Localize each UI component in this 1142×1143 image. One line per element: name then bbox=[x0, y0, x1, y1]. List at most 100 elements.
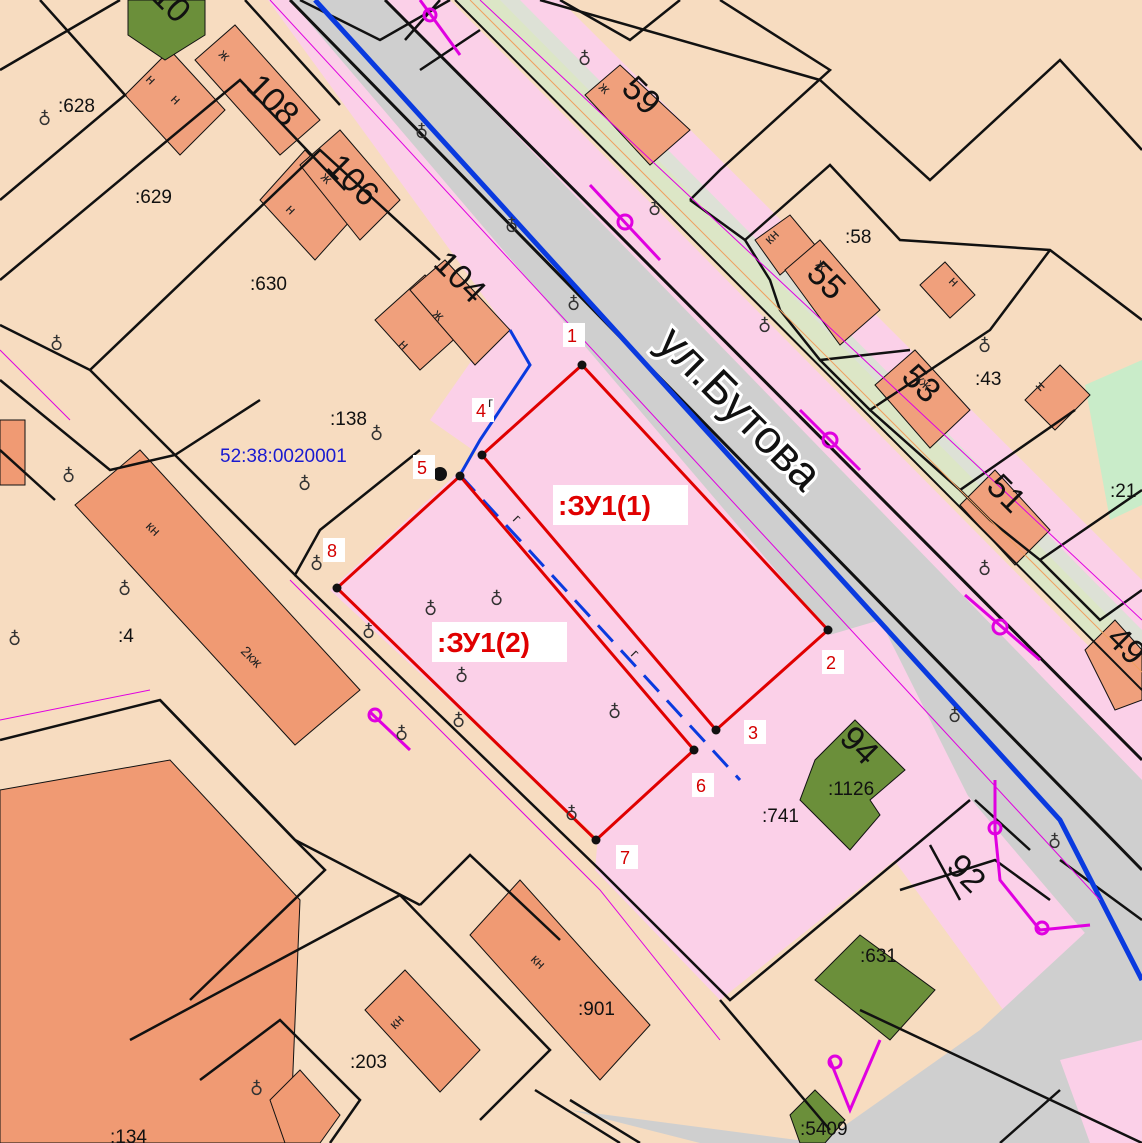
building-large-southwest bbox=[0, 759, 301, 1143]
parcel-label-901: :901 bbox=[578, 999, 615, 1020]
tree-icon: ♁ bbox=[578, 49, 591, 70]
parcel-label-629: :629 bbox=[135, 187, 172, 208]
tree-icon: ♁ bbox=[978, 559, 991, 580]
house-108 bbox=[194, 24, 321, 156]
road-line-orange bbox=[469, 0, 1142, 673]
tree-icon: ♁ bbox=[62, 466, 75, 487]
tree-icon: ♁ bbox=[608, 702, 621, 723]
tree-icon: ♁ bbox=[490, 589, 503, 610]
parcel-labels: :628 :629 :630 :138 :4 :58 :43 :21 :741 … bbox=[58, 96, 1136, 1143]
house-59 bbox=[584, 64, 691, 166]
blue-utility-line bbox=[313, 0, 1142, 982]
parcel-label-21: :21 bbox=[1110, 481, 1136, 502]
point-marker-7[interactable] bbox=[591, 835, 601, 845]
magenta-thin-lines bbox=[0, 0, 1142, 1041]
parcel-label-203: :203 bbox=[350, 1052, 387, 1073]
point-label-5: 5 bbox=[417, 458, 427, 478]
parcel-label-134: :134 bbox=[110, 1127, 147, 1143]
house-108-a bbox=[124, 49, 226, 156]
road-edge-west bbox=[288, 0, 1142, 872]
parcel-label-631: :631 bbox=[860, 946, 897, 967]
house-49 bbox=[1084, 619, 1142, 711]
point-marker-4[interactable] bbox=[477, 450, 487, 460]
parcel-label-4: :4 bbox=[118, 626, 134, 647]
tree-icon: ♁ bbox=[455, 666, 468, 687]
tree-icon: ♁ bbox=[395, 724, 408, 745]
quarter-marker bbox=[433, 467, 447, 481]
plot-strip bbox=[430, 320, 575, 455]
tree-icon: ♁ bbox=[8, 629, 21, 650]
quarter-code: 52:38:0020001 bbox=[220, 446, 347, 467]
blue-dashed-line bbox=[458, 473, 742, 782]
zone-label-zu1-1: :ЗУ1(1) bbox=[558, 490, 651, 521]
building-edge-west bbox=[0, 419, 26, 486]
tree-icon: ♁ bbox=[310, 554, 323, 575]
tree-icon: ♁ bbox=[567, 294, 580, 315]
tree-icon: ♁ bbox=[250, 1079, 263, 1100]
zone-label-bg-1 bbox=[553, 485, 688, 525]
point-label-6: 6 bbox=[696, 776, 706, 796]
survey-points bbox=[332, 360, 833, 845]
point-marker-5[interactable] bbox=[455, 471, 465, 481]
building-94 bbox=[799, 719, 906, 851]
point-marker-8[interactable] bbox=[332, 583, 342, 593]
point-marker-2[interactable] bbox=[823, 625, 833, 635]
tree-icon: ♁ bbox=[118, 579, 131, 600]
parcel-label-5409: :5409 bbox=[800, 1119, 848, 1140]
blue-utility-branch bbox=[458, 329, 532, 476]
point-labels: 1 2 3 4 5 6 7 8 bbox=[323, 323, 844, 869]
house-n-43 bbox=[919, 261, 976, 319]
tree-icon: ♁ bbox=[978, 336, 991, 357]
building-green-north bbox=[127, 0, 206, 61]
point-label-3: 3 bbox=[748, 723, 758, 743]
point-marker-3[interactable] bbox=[711, 725, 721, 735]
point-label-7: 7 bbox=[620, 848, 630, 868]
tree-icon: ♁ bbox=[362, 622, 375, 643]
road-edge-east bbox=[383, 0, 1142, 762]
plot-pink-corner bbox=[1060, 1040, 1142, 1143]
parcel-label-138: :138 bbox=[330, 409, 367, 430]
road-south bbox=[820, 880, 1142, 1143]
building-southwest-small bbox=[269, 1069, 341, 1143]
code-g-1: г bbox=[488, 394, 493, 410]
building-631 bbox=[814, 934, 936, 1041]
tree-icon: ♁ bbox=[370, 424, 383, 445]
point-label-2: 2 bbox=[826, 653, 836, 673]
tree-icon: ♁ bbox=[298, 474, 311, 495]
tree-icon: ♁ bbox=[452, 711, 465, 732]
tree-icon: ♁ bbox=[50, 334, 63, 355]
house-53 bbox=[874, 349, 971, 449]
parcel-label-628: :628 bbox=[58, 96, 95, 117]
point-marker-1[interactable] bbox=[577, 360, 587, 370]
zone-label-bg-2 bbox=[432, 622, 567, 662]
point-label-1: 1 bbox=[567, 326, 577, 346]
tree-icon: ♁ bbox=[38, 109, 51, 130]
parcel-label-741: :741 bbox=[762, 806, 799, 827]
tree-icon: ♁ bbox=[758, 316, 771, 337]
tree-icon: ♁ bbox=[424, 599, 437, 620]
house-106 bbox=[299, 129, 401, 241]
point-label-8: 8 bbox=[327, 541, 337, 561]
road-line-east bbox=[454, 0, 1142, 691]
house-n-east bbox=[1024, 364, 1091, 431]
parcel-label-43: :43 bbox=[975, 369, 1001, 390]
tree-symbols: ♁ ♁ ♁ ♁ ♁ ♁ ♁ ♁ ♁ ♁ ♁ ♁ ♁ ♁ ♁ ♁ ♁ ♁ ♁ ♁ … bbox=[8, 49, 1061, 1100]
tree-icon: ♁ bbox=[948, 706, 961, 727]
point-label-4: 4 bbox=[476, 401, 486, 421]
tree-icon: ♁ bbox=[1048, 832, 1061, 853]
green-area bbox=[1085, 360, 1142, 520]
road-sw bbox=[570, 1110, 820, 1143]
point-marker-6[interactable] bbox=[689, 745, 699, 755]
zone-label-zu1-2: :ЗУ1(2) bbox=[437, 627, 530, 658]
building-kn-203 bbox=[364, 969, 481, 1093]
parcel-label-1126: :1126 bbox=[828, 779, 874, 800]
tree-icon: ♁ bbox=[505, 216, 518, 237]
tree-icon: ♁ bbox=[648, 199, 661, 220]
tree-icon: ♁ bbox=[415, 122, 428, 143]
building-kn-901 bbox=[469, 879, 651, 1081]
magenta-utilities bbox=[367, 0, 1091, 1114]
tree-icon: ♁ bbox=[565, 804, 578, 825]
parcel-label-58: :58 bbox=[845, 227, 871, 248]
parcel-label-630: :630 bbox=[250, 274, 287, 295]
